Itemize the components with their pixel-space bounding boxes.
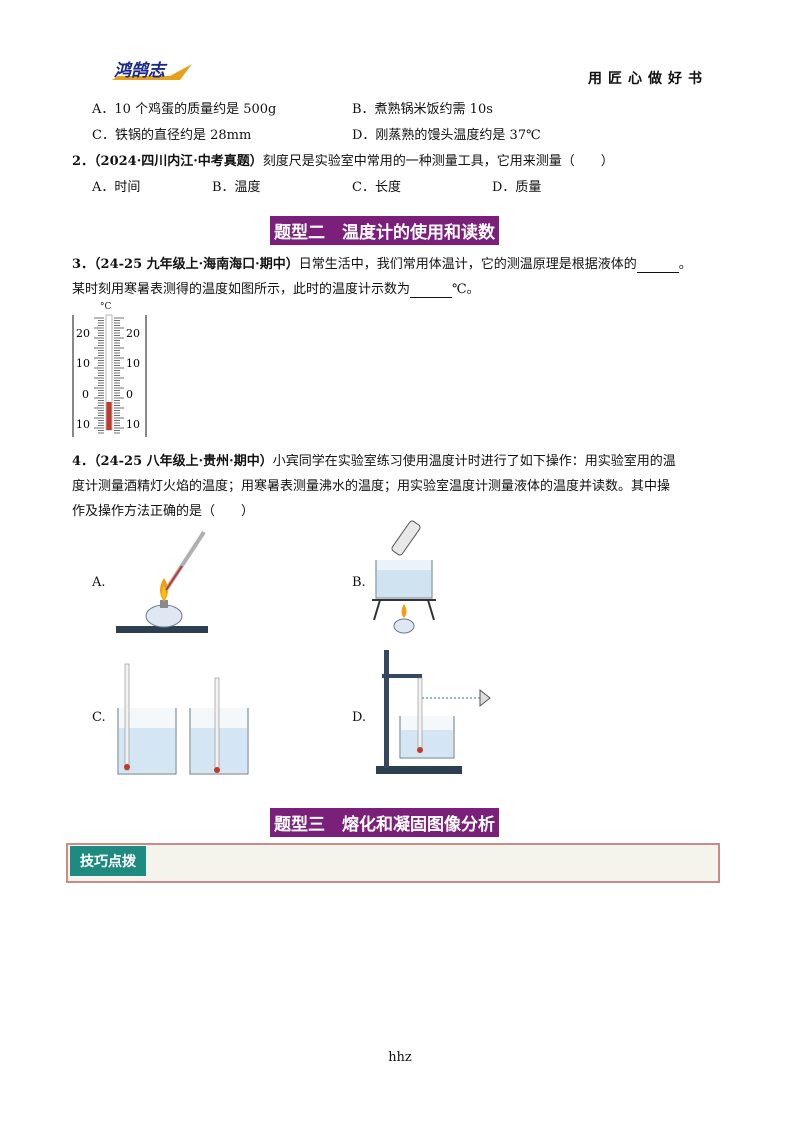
beaker-water xyxy=(377,570,431,597)
q4-option-a-label: A. xyxy=(92,575,106,590)
answer-blank-1[interactable] xyxy=(636,257,679,273)
option-a-image xyxy=(116,530,208,633)
q2-option-c: C．长度 xyxy=(352,180,401,195)
q3-stem-2-end: ℃。 xyxy=(452,282,480,297)
alcohol-lamp-b xyxy=(393,618,415,634)
tip-box xyxy=(66,843,720,883)
q3-stem-2: 某时刻用寒暑表测得的温度如图所示，此时的温度计示数为 xyxy=(72,282,411,297)
page-footer: hhz xyxy=(388,1050,412,1065)
q4-option-b-label: B. xyxy=(352,575,366,590)
thermometer-c2 xyxy=(214,677,220,773)
q4-option-c-label: C. xyxy=(92,710,106,725)
header-motto: 用匠心做好书 xyxy=(588,71,708,87)
svg-text:鸿鹄志: 鸿鹄志 xyxy=(114,61,168,81)
q2-option-b: B．温度 xyxy=(212,180,261,195)
publisher-logo: 鸿鹄志 xyxy=(112,61,192,81)
thermometer-c1 xyxy=(124,663,130,771)
q4-stem-1: 小宾同学在实验室练习使用温度计时进行了如下操作：用实验室用的温 xyxy=(272,454,676,469)
q1-option-b: B．煮熟锅米饭约需 10s xyxy=(352,102,493,117)
answer-blank-2[interactable] xyxy=(410,282,453,298)
stand-rod xyxy=(384,650,389,768)
eye-icon xyxy=(479,688,491,708)
thermometer-ticks xyxy=(94,317,124,434)
tip-label: 技巧点拨 xyxy=(70,846,146,876)
question-4-line-1: 4．（24-25 八年级上·贵州·期中）小宾同学在实验室练习使用温度计时进行了如… xyxy=(72,450,676,469)
question-4-line-2: 度计测量酒精灯火焰的温度；用寒暑表测量沸水的温度；用实验室温度计测量液体的温度并… xyxy=(72,479,671,494)
q1-option-c: C．铁锅的直径约是 28mm xyxy=(92,128,252,143)
q3-stem-1-end: 。 xyxy=(678,257,692,272)
stand-base-d xyxy=(376,766,462,774)
q4-number: 4． xyxy=(72,454,95,469)
right-label-0: 0 xyxy=(126,388,133,401)
q3-stem-1: 日常生活中，我们常用体温计，它的测温原理是根据液体的 xyxy=(298,257,637,272)
q2-stem: 刻度尺是实验室中常用的一种测量工具，它用来测量（ ） xyxy=(262,154,614,169)
right-label-neg10: 10 xyxy=(126,418,140,431)
stand-base xyxy=(116,626,208,633)
option-c-image xyxy=(117,663,249,775)
q4-source: （24-25 八年级上·贵州·期中） xyxy=(94,454,273,469)
thermometer-b xyxy=(391,520,421,556)
q1-option-d: D．刚蒸熟的馒头温度约是 37℃ xyxy=(352,128,541,143)
right-label-10: 10 xyxy=(126,357,140,370)
q2-number: 2． xyxy=(72,154,95,169)
left-label-neg10: 10 xyxy=(76,418,90,431)
q4-option-d-label: D. xyxy=(352,710,367,725)
question-3-line-2: 某时刻用寒暑表测得的温度如图所示，此时的温度计示数为 ℃。 xyxy=(72,278,480,298)
section-title-3: 题型三 熔化和凝固图像分析 xyxy=(270,808,499,837)
q2-option-a: A．时间 xyxy=(92,180,141,195)
question-2: 2．（2024·四川内江·中考真题）刻度尺是实验室中常用的一种测量工具，它用来测… xyxy=(72,150,614,169)
q3-number: 3． xyxy=(72,257,95,272)
alcohol-lamp xyxy=(145,604,183,628)
question-4-line-3: 作及操作方法正确的是（ ） xyxy=(72,504,255,519)
thermometer-d xyxy=(417,677,423,753)
question-3-line-1: 3．（24-25 九年级上·海南海口·期中）日常生活中，我们常用体温计，它的测温… xyxy=(72,253,692,273)
q2-option-d: D．质量 xyxy=(492,180,542,195)
section-title-2: 题型二 温度计的使用和读数 xyxy=(270,216,499,245)
thermometer-figure: °C 20 10 0 10 20 10 0 10 xyxy=(72,302,147,437)
option-d-image xyxy=(376,650,491,774)
right-label-20: 20 xyxy=(126,327,140,340)
q1-option-a: A．10 个鸡蛋的质量约是 500g xyxy=(92,102,277,117)
left-label-10: 10 xyxy=(76,357,90,370)
q3-source: （24-25 九年级上·海南海口·期中） xyxy=(94,257,299,272)
left-label-20: 20 xyxy=(76,327,90,340)
left-label-0: 0 xyxy=(82,388,89,401)
thermometer-unit: °C xyxy=(100,302,112,312)
q2-source: （2024·四川内江·中考真题） xyxy=(94,154,263,169)
thermometer-liquid xyxy=(106,402,112,430)
option-b-image xyxy=(372,520,436,634)
